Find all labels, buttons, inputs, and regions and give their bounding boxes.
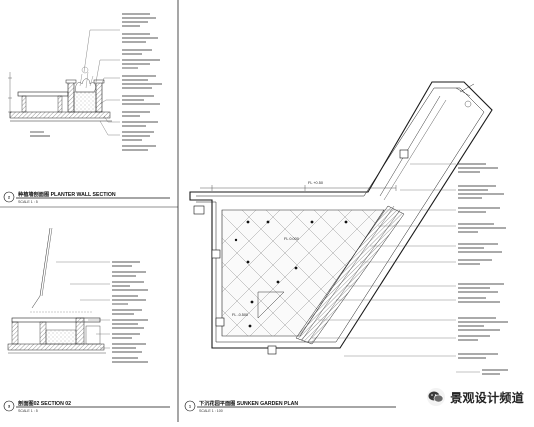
panel-title: 下沉花园平面图 SUNKEN GARDEN PLAN bbox=[199, 399, 298, 407]
panel-scale: SCALE 1 : 100 bbox=[199, 409, 223, 413]
sheet-frame bbox=[0, 0, 179, 422]
panel-number: 3 bbox=[8, 404, 11, 409]
panel-number: 1 bbox=[189, 404, 192, 409]
panel-scale: SCALE 1 : 5 bbox=[18, 409, 38, 413]
panel-number: 2 bbox=[8, 195, 11, 200]
section-02-title-block: 3 剖面图02 SECTION 02 SCALE 1 : 5 bbox=[3, 399, 170, 413]
watermark: 景观设计频道 bbox=[427, 386, 524, 408]
level-bench: FL -0.500 bbox=[232, 313, 248, 317]
wechat-logo-icon bbox=[427, 388, 446, 406]
panel-scale: SCALE 1 : 5 bbox=[18, 200, 38, 204]
panel-title: 种植墙剖面图 PLANTER WALL SECTION bbox=[17, 190, 116, 198]
planter-wall-section-drawing bbox=[8, 13, 162, 151]
sunken-garden-title-block: 1 下沉花园平面图 SUNKEN GARDEN PLAN SCALE 1 : 1… bbox=[184, 399, 396, 413]
watermark-text: 景观设计频道 bbox=[450, 390, 524, 405]
level-center: FL 0.000 bbox=[284, 237, 299, 241]
panel-title: 剖面图02 SECTION 02 bbox=[18, 399, 71, 407]
section-02-drawing bbox=[7, 227, 148, 363]
level-top: FL +0.50 bbox=[308, 181, 323, 185]
planter-wall-title-block: 2 种植墙剖面图 PLANTER WALL SECTION SCALE 1 : … bbox=[3, 190, 170, 204]
sunken-garden-plan-drawing: FL +0.50 FL 0.000 FL -0.500 bbox=[189, 81, 508, 375]
